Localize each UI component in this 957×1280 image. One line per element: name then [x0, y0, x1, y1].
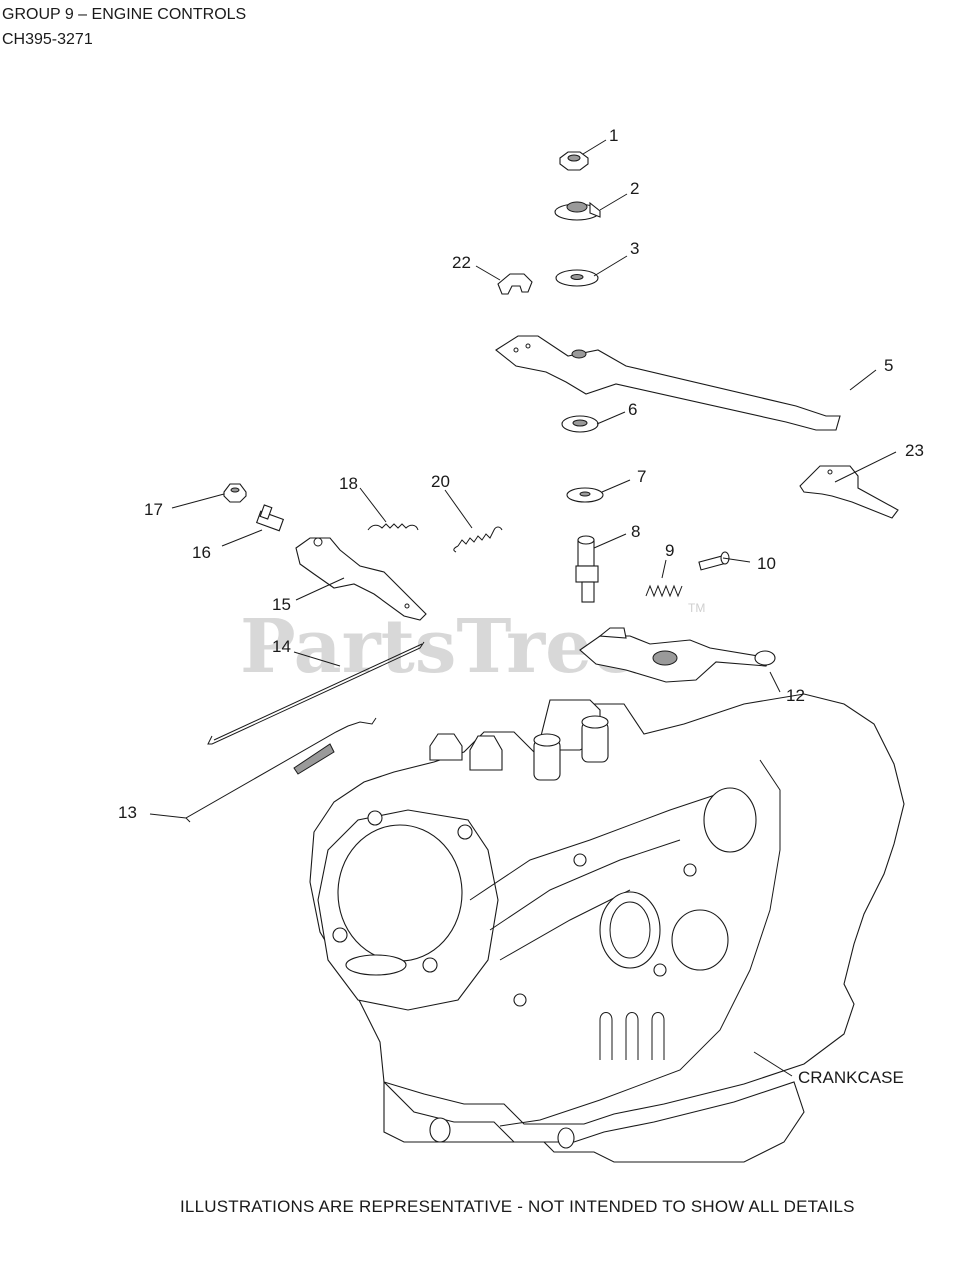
- callout-13[interactable]: 13: [118, 803, 137, 822]
- callout-2[interactable]: 2: [630, 179, 639, 198]
- part-3-washer[interactable]: [555, 269, 599, 287]
- callout-8[interactable]: 8: [631, 522, 640, 541]
- part-23-bracket[interactable]: [799, 465, 899, 519]
- callout-22[interactable]: 22: [452, 253, 471, 272]
- callout-5[interactable]: 5: [884, 356, 893, 375]
- callout-9[interactable]: 9: [665, 541, 674, 560]
- callout-16[interactable]: 16: [192, 543, 211, 562]
- part-8-shaft[interactable]: [575, 535, 599, 603]
- disclaimer-footer: ILLUSTRATIONS ARE REPRESENTATIVE - NOT I…: [180, 1197, 855, 1216]
- callout-15[interactable]: 15: [272, 595, 291, 614]
- callout-6[interactable]: 6: [628, 400, 637, 419]
- part-18-spring[interactable]: [367, 523, 419, 531]
- part-6-washer[interactable]: [561, 415, 599, 433]
- callout-20[interactable]: 20: [431, 472, 450, 491]
- part-2-bushing[interactable]: [554, 201, 601, 221]
- part-15-governor-lever[interactable]: [295, 537, 427, 621]
- part-14-rod[interactable]: [207, 641, 425, 745]
- callout-12[interactable]: 12: [786, 686, 805, 705]
- watermark-trademark: TM: [688, 601, 705, 615]
- watermark-text: PartsTree: [240, 604, 639, 690]
- part-5-lever[interactable]: [495, 335, 841, 431]
- callout-1[interactable]: 1: [609, 126, 618, 145]
- part-17-nut[interactable]: [223, 483, 247, 503]
- part-16-stud[interactable]: [255, 504, 285, 532]
- callout-7[interactable]: 7: [637, 467, 646, 486]
- callout-14[interactable]: 14: [272, 637, 291, 656]
- part-12-plate[interactable]: [579, 627, 776, 683]
- crankcase-label[interactable]: CRANKCASE: [798, 1068, 904, 1087]
- part-22-clip[interactable]: [497, 273, 533, 295]
- callout-17[interactable]: 17: [144, 500, 163, 519]
- part-1-nut[interactable]: [559, 151, 589, 171]
- diagram-title: GROUP 9 – ENGINE CONTROLS: [2, 6, 247, 23]
- part-10-pin[interactable]: [698, 551, 730, 571]
- callout-3[interactable]: 3: [630, 239, 639, 258]
- leader-lines: [149, 139, 897, 1077]
- model-number: CH395-3271: [2, 31, 93, 48]
- part-9-spring[interactable]: [645, 584, 683, 598]
- callout-labels: 1 2 3 5 6 7 8 9 10 12 13 14 15 16 17 18 …: [118, 126, 924, 1087]
- callout-18[interactable]: 18: [339, 474, 358, 493]
- part-7-washer[interactable]: [566, 487, 604, 503]
- crankcase[interactable]: [309, 693, 905, 1163]
- callout-23[interactable]: 23: [905, 441, 924, 460]
- callout-10[interactable]: 10: [757, 554, 776, 573]
- part-20-spring[interactable]: [453, 526, 503, 553]
